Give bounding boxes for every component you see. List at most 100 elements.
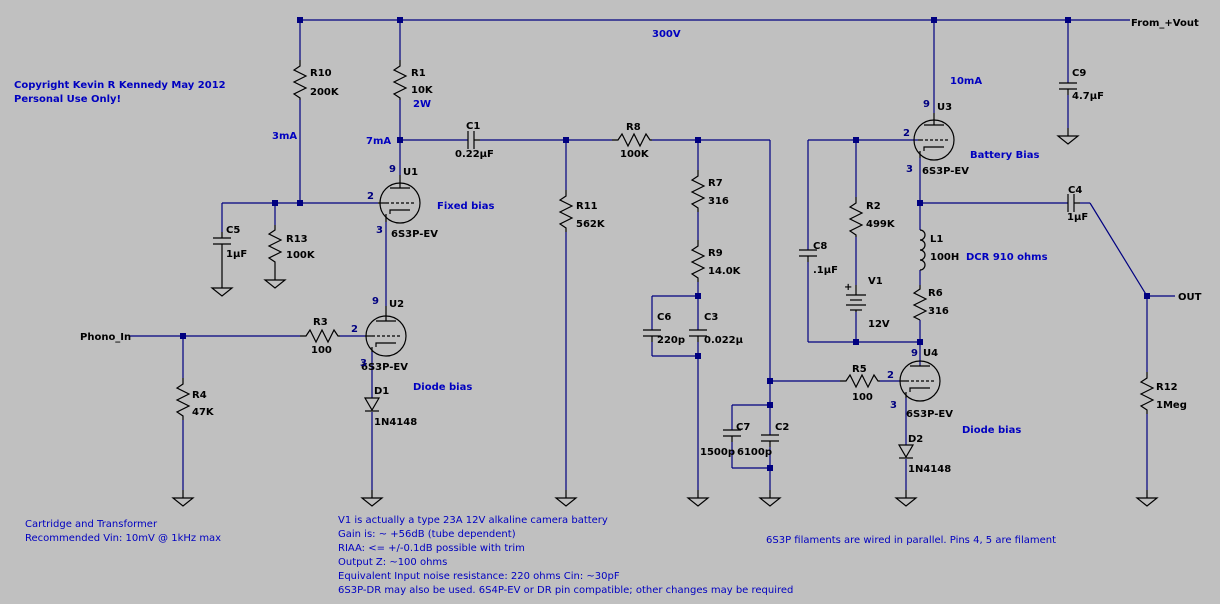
r5-value: 100: [852, 392, 873, 403]
ground-r4: [172, 489, 194, 507]
main-note-3: RIAA: <= +/-0.1dB possible with trim: [338, 543, 525, 554]
current-r10: 3mA: [272, 131, 297, 142]
c6-ref: C6: [657, 312, 671, 323]
r1-value: 10K: [411, 85, 434, 96]
capacitor-c7: [723, 429, 741, 442]
main-note-5: Equivalent Input noise resistance: 220 o…: [338, 571, 620, 582]
r7-ref: R7: [708, 178, 723, 189]
main-note-6: 6S3P-DR may also be used. 6S4P-EV or DR …: [338, 585, 793, 596]
u4-ref: U4: [923, 348, 938, 359]
u2-pin-cathode: 3: [360, 358, 367, 369]
r5-ref: R5: [852, 364, 867, 375]
d2-ref: D2: [908, 434, 923, 445]
capacitor-c9: [1059, 82, 1077, 95]
capacitor-c1: [467, 131, 480, 149]
ground-r12: [1136, 489, 1158, 507]
resistor-r10: [292, 60, 308, 100]
ground-c3: [687, 489, 709, 507]
u2-pin-plate: 9: [372, 296, 379, 307]
c5-ref: C5: [226, 225, 240, 236]
u1-pin-grid: 2: [367, 191, 374, 202]
r7-value: 316: [708, 196, 729, 207]
cartridge-note-2: Recommended Vin: 10mV @ 1kHz max: [25, 533, 221, 544]
diode-d2: [897, 444, 915, 459]
resistor-r12: [1139, 372, 1155, 414]
wires: [130, 19, 1175, 490]
u1-ref: U1: [403, 167, 418, 178]
current-u3: 10mA: [950, 76, 982, 87]
ground-c9: [1057, 127, 1079, 145]
junctions: [180, 17, 1150, 471]
ground-c2: [759, 489, 781, 507]
tube-u1: [378, 175, 421, 224]
r2-ref: R2: [866, 201, 881, 212]
c9-value: 4.7µF: [1072, 91, 1104, 102]
r9-ref: R9: [708, 248, 723, 259]
main-note-4: Output Z: ~100 ohms: [338, 557, 447, 568]
resistor-r4: [175, 378, 191, 420]
r8-ref: R8: [626, 122, 641, 133]
capacitor-c8: [799, 249, 817, 262]
ground-d2: [895, 489, 917, 507]
main-note-1: V1 is actually a type 23A 12V alkaline c…: [338, 515, 608, 526]
r11-value: 562K: [576, 219, 606, 230]
c3-ref: C3: [704, 312, 718, 323]
c9-ref: C9: [1072, 68, 1086, 79]
d2-part: 1N4148: [908, 464, 951, 475]
l1-dcr-note: DCR 910 ohms: [966, 252, 1048, 263]
c2-ref: C2: [775, 422, 789, 433]
c1-ref: C1: [466, 121, 480, 132]
resistor-r2: [848, 197, 864, 237]
l1-value: 100H: [930, 252, 959, 263]
battery-v1: [846, 285, 866, 312]
r3-ref: R3: [313, 317, 328, 328]
c2-value: 6100p: [737, 447, 772, 458]
u2-pin-grid: 2: [351, 324, 358, 335]
c8-ref: C8: [813, 241, 827, 252]
resistor-r6: [912, 285, 928, 321]
c6-value: 220p: [657, 335, 685, 346]
c4-value: 1µF: [1067, 212, 1088, 223]
r4-ref: R4: [192, 390, 207, 401]
current-r1: 7mA: [366, 136, 391, 147]
d1-ref: D1: [374, 386, 389, 397]
l1-ref: L1: [930, 234, 943, 245]
main-note-2: Gain is: ~ +56dB (tube dependent): [338, 529, 516, 540]
u3-pin-plate: 9: [923, 99, 930, 110]
u4-pin-plate: 9: [911, 348, 918, 359]
c1-value: 0.22µF: [455, 149, 494, 160]
tube-u3: [913, 113, 955, 161]
inductor-l1: [919, 229, 926, 271]
u3-pin-grid: 2: [903, 128, 910, 139]
capacitor-c2: [761, 434, 779, 447]
net-label-300v: 300V: [652, 29, 681, 40]
copyright-line1: Copyright Kevin R Kennedy May 2012: [14, 80, 226, 91]
resistor-r9: [690, 240, 706, 282]
r10-ref: R10: [310, 68, 332, 79]
resistor-r11: [558, 190, 574, 232]
c5-value: 1µF: [226, 249, 247, 260]
u2-part: 6S3P-EV: [361, 362, 408, 373]
u4-part: 6S3P-EV: [906, 409, 953, 420]
r13-value: 100K: [286, 250, 316, 261]
u2-bias: Diode bias: [413, 382, 472, 393]
v1-ref: V1: [868, 276, 883, 287]
r11-ref: R11: [576, 201, 598, 212]
u1-bias: Fixed bias: [437, 201, 494, 212]
u4-pin-grid: 2: [887, 370, 894, 381]
u1-part: 6S3P-EV: [391, 229, 438, 240]
capacitor-c4: [1067, 194, 1080, 212]
r6-ref: R6: [928, 288, 943, 299]
ground-c5: [211, 279, 233, 297]
d1-part: 1N4148: [374, 417, 417, 428]
u4-pin-cathode: 3: [890, 400, 897, 411]
tube-u4: [899, 360, 941, 402]
net-label-phono-in: Phono_In: [80, 332, 131, 343]
copyright-line2: Personal Use Only!: [14, 94, 121, 105]
c4-ref: C4: [1068, 185, 1082, 196]
r3-value: 100: [311, 345, 332, 356]
r10-value: 200K: [310, 87, 340, 98]
resistor-r3: [300, 328, 340, 344]
filament-note: 6S3P filaments are wired in parallel. Pi…: [766, 535, 1056, 546]
